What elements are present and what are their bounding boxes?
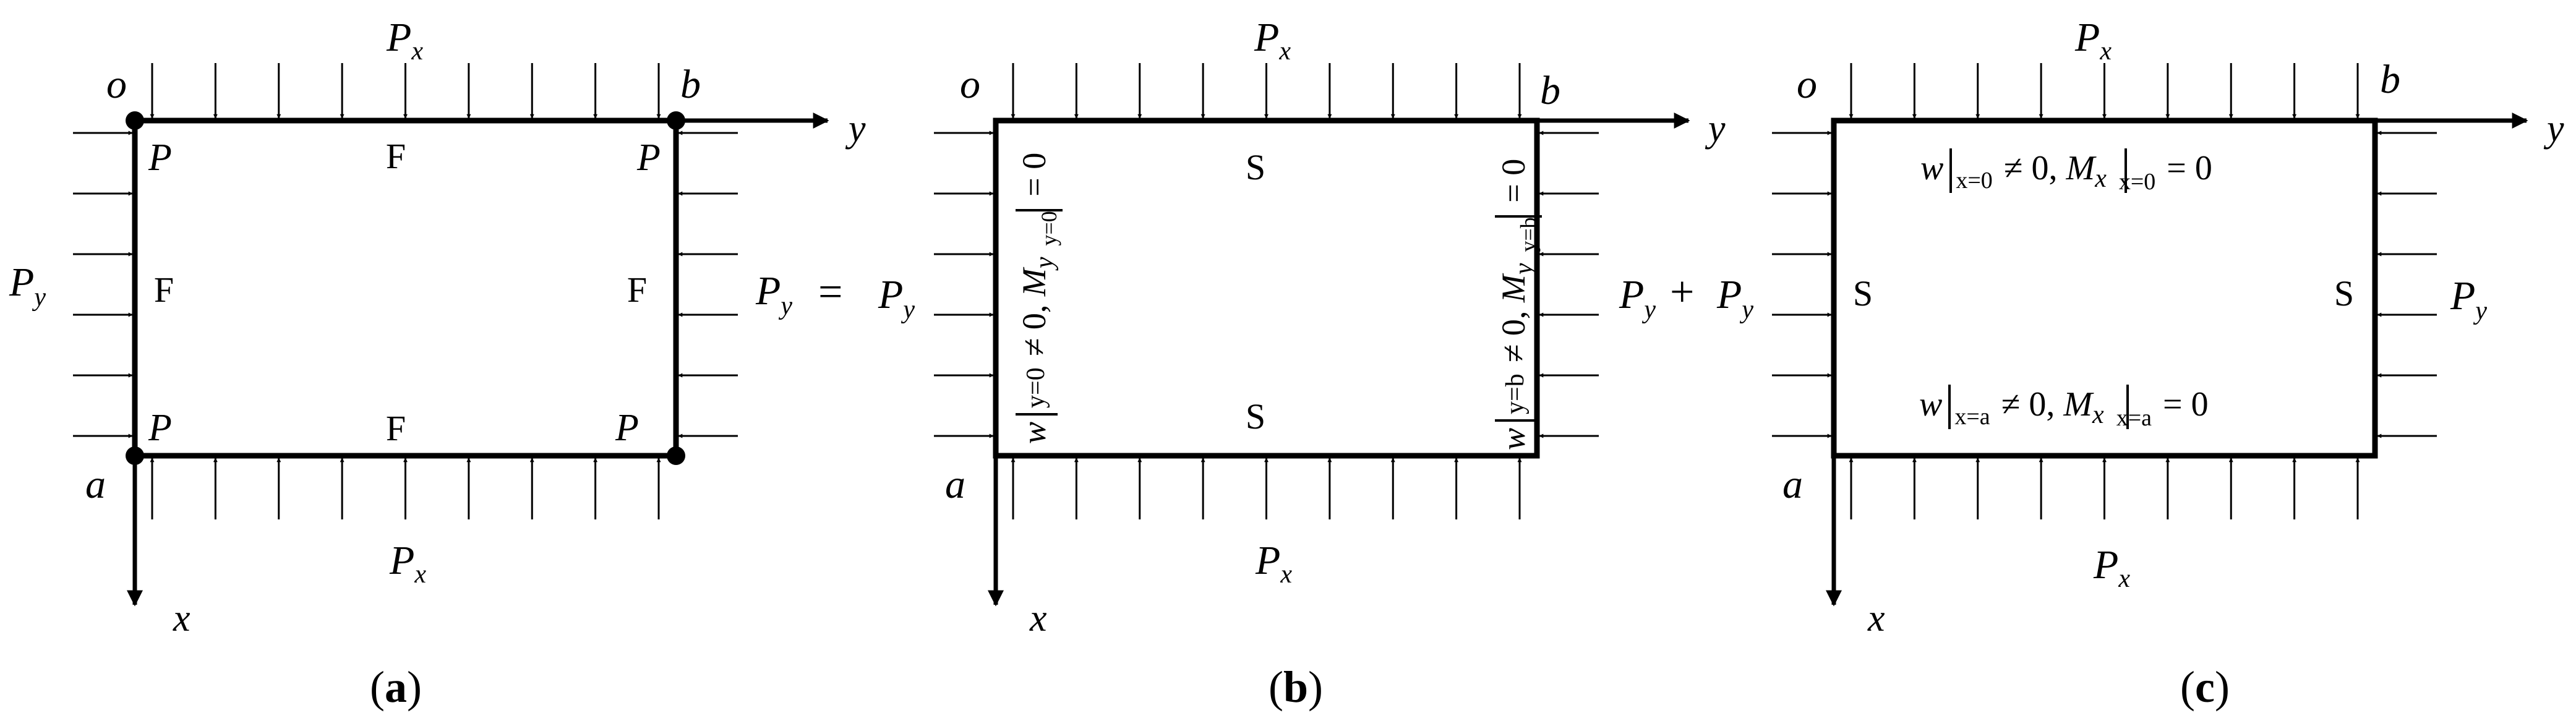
panel-b: o b a y x S S wy=0≠ 0, Myy=0 = 0 wy=b≠ 0…	[878, 15, 1726, 712]
origin-label-c: o	[1797, 62, 1817, 107]
corner-b-label-c: b	[2380, 57, 2400, 102]
edge-top-label-b: S	[1246, 147, 1265, 187]
load-px-bottom-a: Px	[389, 538, 426, 589]
corner-b-label-b: b	[1540, 68, 1560, 113]
load-py-right-a: Py	[755, 268, 792, 320]
x-axis-label-a: x	[173, 597, 190, 639]
plate-a	[132, 117, 679, 459]
y-axis-label-c: y	[2543, 108, 2564, 150]
corner-dot-ab	[667, 446, 685, 465]
origin-label-a: o	[106, 62, 127, 107]
corner-point-bl: P	[148, 407, 172, 449]
plate-b	[993, 117, 1540, 459]
origin-label-b: o	[960, 62, 980, 107]
svg-text:wx=0 ≠ 0, Mxx=0 = 0: wx=0 ≠ 0, Mxx=0 = 0	[1920, 149, 2212, 195]
left-boundary-condition-b: wy=0≠ 0, Myy=0 = 0	[1016, 153, 1063, 444]
y-axis-label-b: y	[1705, 108, 1726, 150]
corner-dot-a	[126, 446, 144, 465]
load-px-bottom-c: Px	[2093, 542, 2130, 593]
load-arrows-b	[934, 63, 1599, 519]
edge-bottom-label-b: S	[1246, 396, 1265, 437]
edge-bottom-label-a: F	[386, 408, 406, 448]
load-arrows-c	[1772, 63, 2437, 519]
load-py-right-c: Py	[2450, 273, 2487, 325]
plate-c	[1831, 117, 2378, 459]
corner-b-label-a: b	[680, 62, 701, 107]
load-py-left-a: Py	[9, 260, 46, 312]
load-px-top-b: Px	[1254, 15, 1291, 66]
equals-sign: =	[818, 268, 842, 316]
caption-a: (a)	[370, 662, 422, 712]
corner-dot-b	[667, 111, 685, 130]
load-py-left-c: Py	[1716, 272, 1753, 324]
load-py-left-b: Py	[878, 272, 915, 324]
corner-point-tl: P	[148, 137, 172, 179]
load-px-bottom-b: Px	[1255, 538, 1292, 589]
y-axis-label-a: y	[845, 108, 866, 150]
load-arrows-a	[73, 63, 738, 519]
edge-right-label-a: F	[627, 270, 647, 310]
corner-point-tr: P	[636, 137, 661, 179]
load-px-top-a: Px	[386, 15, 423, 66]
edge-right-label-c: S	[2334, 273, 2354, 314]
caption-b: (b)	[1269, 662, 1323, 712]
right-boundary-condition-b: wy=b≠ 0, Myy=b = 0	[1495, 159, 1542, 450]
x-axis-label-b: x	[1029, 597, 1047, 639]
edge-left-label-a: F	[154, 270, 174, 310]
load-px-top-c: Px	[2074, 15, 2112, 66]
edge-top-label-a: F	[386, 136, 406, 176]
plus-sign: +	[1670, 268, 1694, 316]
load-py-right-b: Py	[1619, 272, 1656, 324]
corner-a-label-a: a	[85, 462, 106, 507]
edge-left-label-c: S	[1853, 273, 1873, 314]
corner-point-br: P	[615, 407, 639, 449]
svg-text:wy=b≠ 0, Myy=b = 0: wy=b≠ 0, Myy=b = 0	[1495, 159, 1541, 450]
caption-c: (c)	[2180, 662, 2230, 712]
corner-dot-o	[126, 111, 144, 130]
panel-a: o b a y x F F F F P P P P Px Px Py Py = …	[9, 15, 866, 712]
svg-text:wy=0≠ 0, Myy=0 = 0: wy=0≠ 0, Myy=0 = 0	[1016, 153, 1061, 444]
corner-a-label-b: a	[945, 462, 965, 507]
svg-text:wx=a ≠ 0, Mxx=a = 0: wx=a ≠ 0, Mxx=a = 0	[1919, 385, 2209, 431]
x-axis-label-c: x	[1867, 597, 1885, 639]
corner-a-label-c: a	[1782, 462, 1803, 507]
